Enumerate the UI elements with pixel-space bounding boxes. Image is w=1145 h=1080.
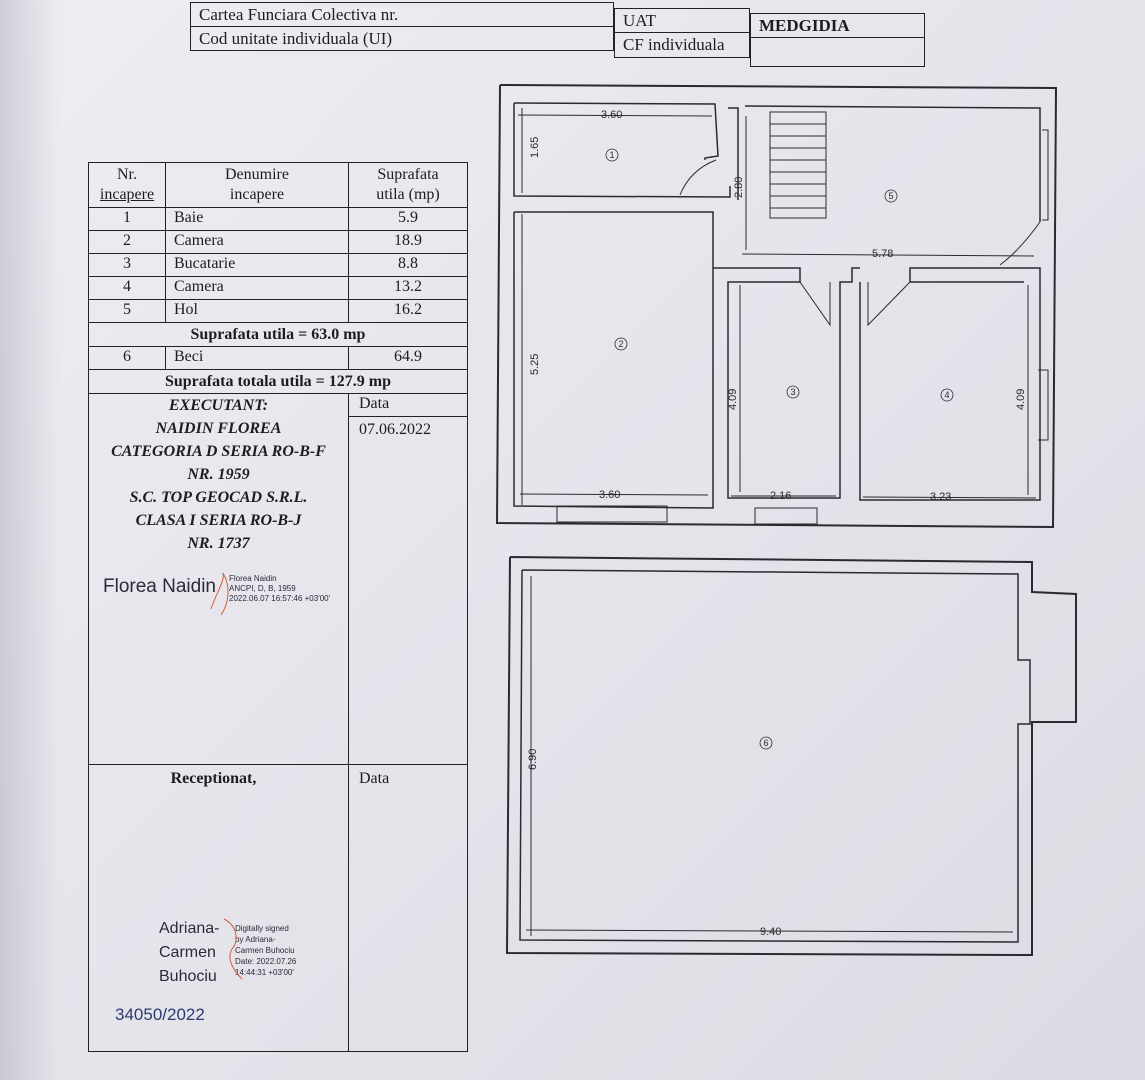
- dim-360-bottom: 3.60: [599, 489, 620, 501]
- dim-578: 5.78: [872, 248, 893, 260]
- uat-label: UAT: [623, 11, 657, 30]
- executant-line-1: NAIDIN FLOREA: [155, 420, 282, 437]
- room-marker-1: 1: [609, 150, 614, 160]
- room-marker-3: 3: [790, 387, 795, 397]
- room-2-walls: [513, 211, 714, 509]
- receptionat-title: Receptionat,: [170, 770, 257, 787]
- room-marker-4: 4: [944, 390, 949, 400]
- cod-unitate-cell: Cod unitate individuala (UI): [190, 26, 614, 51]
- dim-360-top: 3.60: [601, 109, 622, 121]
- registration-number: 34050/2022: [115, 1005, 205, 1024]
- receptionat-data-label: Data: [359, 770, 390, 787]
- header-table: Cartea Funciara Colectiva nr. Cod unitat…: [190, 2, 925, 67]
- receptionat-signature-stroke: [223, 918, 243, 980]
- room-4-walls: [859, 267, 1041, 501]
- dim-690: 6.90: [527, 749, 539, 770]
- executant-line-5: CLASA I SERIA RO-B-J: [135, 512, 302, 529]
- dimension-lines: [517, 108, 1037, 936]
- dim-525: 5.25: [529, 354, 541, 375]
- ground-floor-inner-wall: [513, 102, 719, 160]
- receptionat-sig-details: Digitally signed by Adriana- Carmen Buho…: [235, 924, 297, 977]
- dim-409-left: 4.09: [727, 389, 739, 410]
- dim-280: 2.80: [733, 177, 745, 198]
- executant-line-2: CATEGORIA D SERIA RO-B-F: [111, 443, 326, 460]
- executant-title: EXECUTANT:: [168, 397, 269, 414]
- cf-label: CF individuala: [623, 35, 725, 54]
- executant-signature: Florea Naidin Florea Naidin ANCPI, D, B,…: [103, 572, 330, 616]
- room-1-walls: [513, 103, 731, 198]
- executant-data-label: Data: [359, 395, 390, 412]
- executant-cell: EXECUTANT: NAIDIN FLOREA CATEGORIA D SER…: [88, 393, 349, 765]
- room-marker-2: 2: [618, 339, 623, 349]
- receptionat-signer-name: Adriana- Carmen Buhociu: [159, 920, 220, 985]
- room-marker-5: 5: [888, 191, 893, 201]
- carte-funciara-label: Cartea Funciara Colectiva nr.: [199, 5, 399, 24]
- cellar-outer-wall: [505, 556, 1077, 957]
- dim-323: 3.23: [930, 491, 951, 503]
- room-marker-6: 6: [763, 738, 768, 748]
- uat-value: MEDGIDIA: [759, 16, 850, 35]
- cod-unitate-label: Cod unitate individuala (UI): [199, 29, 393, 48]
- receptionat-data-cell: Data: [348, 764, 468, 1052]
- dim-216: 2.16: [770, 490, 791, 502]
- executant-line-4: S.C. TOP GEOCAD S.R.L.: [129, 489, 308, 506]
- executant-line-6: NR. 1737: [187, 535, 250, 552]
- executant-signature-stroke: [210, 572, 229, 616]
- dim-940: 9.40: [760, 926, 781, 938]
- executant-date: 07.06.2022: [359, 421, 431, 438]
- cf-cell: CF individuala: [614, 32, 750, 58]
- executant-sig-details: Florea Naidin ANCPI, D, B, 1959 2022.06.…: [229, 574, 331, 603]
- hall-walls: [744, 105, 1041, 222]
- cf-value-cell: [750, 37, 925, 67]
- stairs: [769, 111, 827, 219]
- subtotal-text: Suprafata utila = 63.0 mp: [190, 326, 366, 343]
- total-text: Suprafata totala utila = 127.9 mp: [164, 373, 391, 390]
- ground-floor-outer-wall: [495, 84, 1058, 529]
- page-shadow: [0, 0, 60, 1080]
- room-3-walls: [713, 267, 860, 499]
- cellar-inner-wall: [519, 569, 1031, 943]
- executant-line-3: NR. 1959: [187, 466, 250, 483]
- executant-signer-name: Florea Naidin: [103, 576, 216, 597]
- dim-409-right: 4.09: [1015, 389, 1027, 410]
- dim-165: 1.65: [529, 137, 541, 158]
